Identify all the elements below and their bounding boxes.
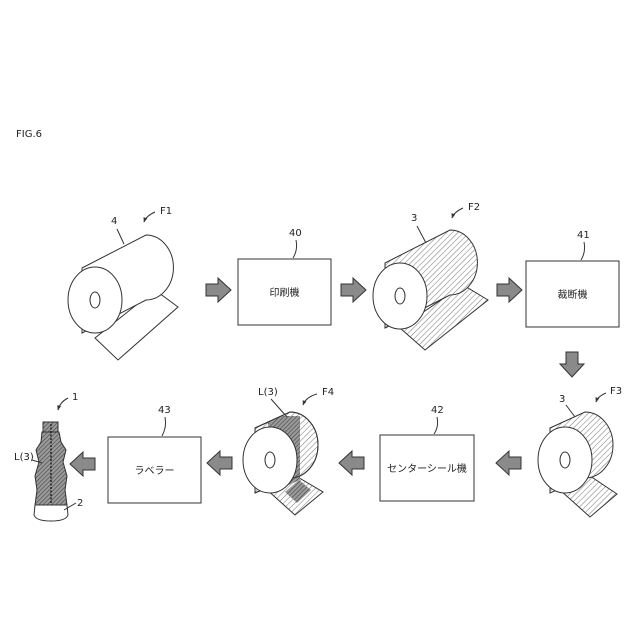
labeled-bottle: [34, 422, 68, 521]
bottle-ref-label: L(3): [14, 452, 34, 463]
roll-f3-ref-film: F3: [610, 386, 622, 397]
roll-f1-ref-number: 4: [111, 216, 117, 227]
sealer-ref: 42: [431, 405, 444, 416]
sealer-leader: [434, 417, 438, 434]
flow-arrow-8: [70, 452, 95, 476]
roll-f4-core: [265, 452, 275, 468]
roll-f1-film-arrow: [144, 212, 155, 222]
printer-leader: [293, 240, 297, 258]
roll-f2-ref-film: F2: [468, 202, 480, 213]
roll-f4-leader: [271, 399, 287, 417]
roll-f2-ref-number: 3: [411, 213, 417, 224]
roll-f3-core: [560, 452, 570, 468]
roll-f4-ref-number: L(3): [258, 387, 278, 398]
flow-arrow-3: [497, 278, 522, 302]
figure-label: FIG.6: [16, 129, 42, 140]
roll-f3-film-arrow: [596, 393, 606, 402]
printer-ref: 40: [289, 228, 302, 239]
labeler-label: ラベラー: [135, 465, 175, 477]
cutter-label: 裁断機: [558, 288, 588, 301]
roll-f1: [68, 235, 178, 360]
roll-f3-ref-number: 3: [559, 394, 565, 405]
flow-arrow-7: [207, 451, 232, 475]
bottle-bottom: [34, 505, 68, 521]
roll-f1-core: [90, 292, 100, 308]
printer-label: 印刷機: [270, 286, 300, 299]
labeler-leader: [162, 417, 166, 436]
flow-arrow-6: [339, 451, 364, 475]
flow-arrow-5: [496, 451, 521, 475]
bottle-ref-container: 1: [72, 392, 78, 403]
roll-f2-film-arrow: [452, 208, 463, 218]
roll-f1-ref-film: F1: [160, 206, 172, 217]
roll-f3-leader: [566, 405, 575, 417]
bottle-ref-body: 2: [77, 498, 83, 509]
flow-arrow-1: [206, 278, 231, 302]
roll-f1-leader: [117, 229, 124, 244]
labeler-ref: 43: [158, 405, 171, 416]
cutter-ref: 41: [577, 230, 590, 241]
cutter-leader: [581, 242, 585, 260]
sealer-label: センターシール機: [387, 462, 467, 475]
flow-arrow-2: [341, 278, 366, 302]
roll-f3: [538, 412, 617, 517]
roll-f2-core: [395, 288, 405, 304]
roll-f2-leader: [417, 226, 426, 243]
roll-f4-ref-film: F4: [322, 387, 334, 398]
flow-arrow-4: [560, 352, 584, 377]
roll-f2: [373, 230, 488, 350]
bottle-container-arrow: [58, 398, 68, 410]
roll-f4: [243, 412, 323, 515]
roll-f4-film-arrow: [303, 394, 317, 405]
bottle-cap: [43, 422, 58, 432]
